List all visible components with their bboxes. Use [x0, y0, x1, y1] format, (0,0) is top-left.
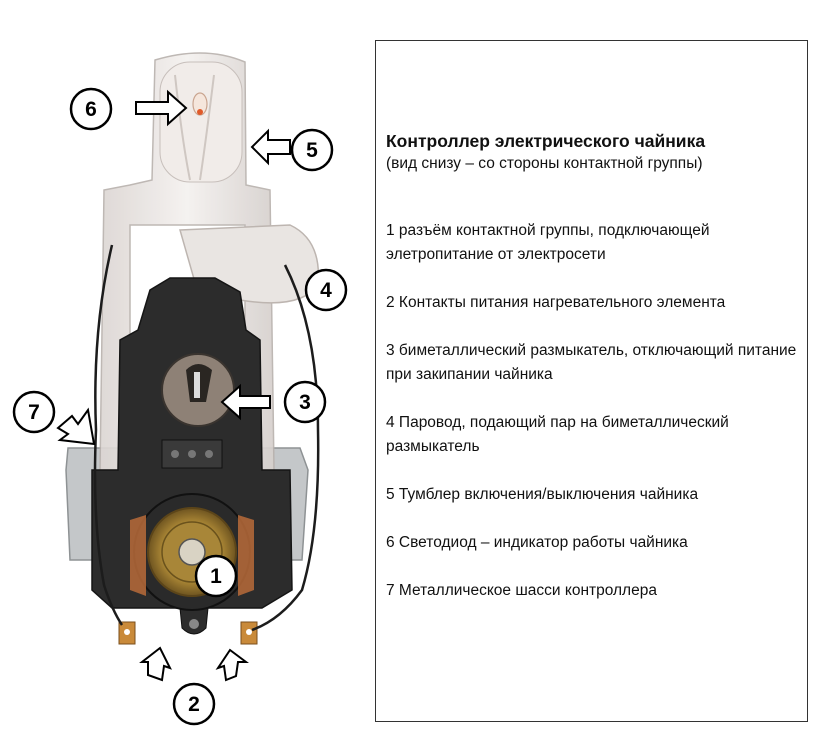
svg-text:3: 3 — [299, 391, 311, 414]
arrow-3 — [220, 383, 271, 421]
legend-item-2: 2 Контакты питания нагревательного элеме… — [386, 294, 726, 311]
callout-4: 4 — [304, 268, 348, 312]
controller-photo: 1 2 3 4 5 6 7 — [0, 0, 370, 743]
callout-1: 1 — [194, 554, 238, 598]
callout-2: 2 — [172, 682, 216, 726]
wires — [93, 244, 320, 632]
svg-text:5: 5 — [306, 139, 318, 162]
arrow-7 — [56, 407, 96, 446]
legend-title: Контроллер электрического чайника — [386, 131, 706, 151]
legend-subtitle: (вид снизу – со стороны контактной групп… — [386, 155, 703, 172]
callout-5: 5 — [290, 128, 334, 172]
legend-item-6: 6 Светодиод – индикатор работы чайника — [386, 534, 688, 551]
svg-text:6: 6 — [85, 98, 97, 121]
bimetal-disc — [161, 353, 235, 427]
led — [192, 92, 208, 116]
legend-item-4: 4 Паровод, подающий пар на биметаллическ… — [386, 414, 729, 455]
callout-6: 6 — [69, 87, 113, 131]
legend-box: Контроллер электрического чайника (вид с… — [375, 40, 808, 722]
legend-item-7: 7 Металлическое шасси контроллера — [386, 582, 657, 599]
callout-7: 7 — [12, 390, 56, 434]
svg-text:1: 1 — [210, 565, 222, 588]
svg-text:7: 7 — [28, 401, 40, 424]
arrow-5 — [250, 128, 291, 166]
heating-terminals — [118, 621, 258, 645]
connector-socket — [130, 493, 254, 611]
legend-item-5: 5 Тумблер включения/выключения чайника — [386, 486, 699, 503]
arrow-2-left — [139, 646, 172, 682]
legend-item-3: 3 биметаллический размыкатель, отключающ… — [386, 342, 797, 383]
arrow-6 — [135, 89, 188, 127]
svg-text:4: 4 — [320, 279, 332, 302]
callout-3: 3 — [283, 380, 327, 424]
arrow-2-right — [215, 648, 249, 682]
svg-text:2: 2 — [188, 693, 200, 716]
legend-item-1: 1 разъём контактной группы, подключающей… — [386, 222, 710, 263]
